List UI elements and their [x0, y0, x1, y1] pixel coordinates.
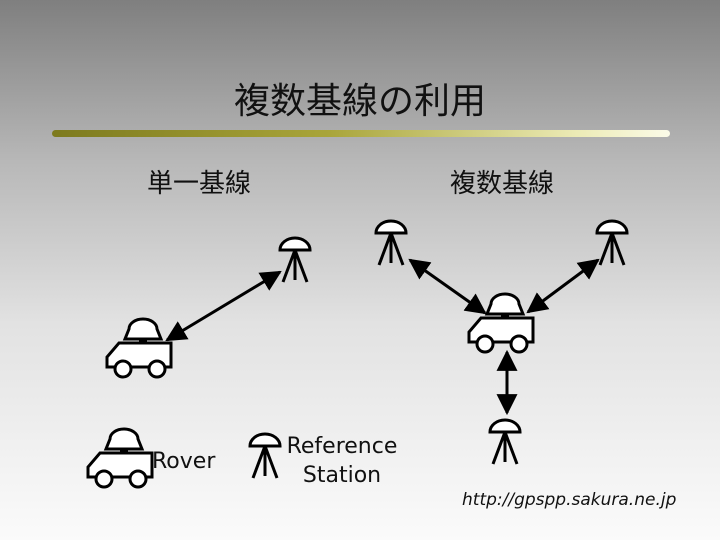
legend-reference-station-icon [248, 432, 282, 480]
single-baseline-arrow [165, 270, 282, 342]
multi-reference-station-right-icon [595, 219, 629, 267]
multi-reference-station-bottom-icon [488, 418, 522, 466]
title-underline [52, 130, 670, 137]
legend-rover-icon [86, 427, 154, 489]
legend-reference-line1: Reference [286, 434, 398, 459]
multi-baseline-label: 複数基線 [450, 169, 555, 199]
legend-rover-text: Rover [152, 449, 216, 474]
source-url[interactable]: http://gpspp.sakura.ne.jp [462, 490, 677, 510]
multi-reference-station-left-icon [374, 219, 408, 267]
legend-reference-label: Reference Station [284, 432, 400, 490]
single-reference-station-icon [278, 236, 312, 284]
slide-title: 複数基線の利用 [233, 81, 486, 122]
multi-rover-icon [467, 292, 535, 354]
single-baseline-label: 単一基線 [147, 169, 252, 199]
legend-rover-label: Rover [152, 447, 215, 476]
multi-baseline-arrow-right [526, 258, 600, 314]
multi-baseline-arrow-left [408, 258, 487, 315]
single-rover-icon [105, 317, 173, 379]
legend-reference-line2: Station [302, 463, 382, 488]
